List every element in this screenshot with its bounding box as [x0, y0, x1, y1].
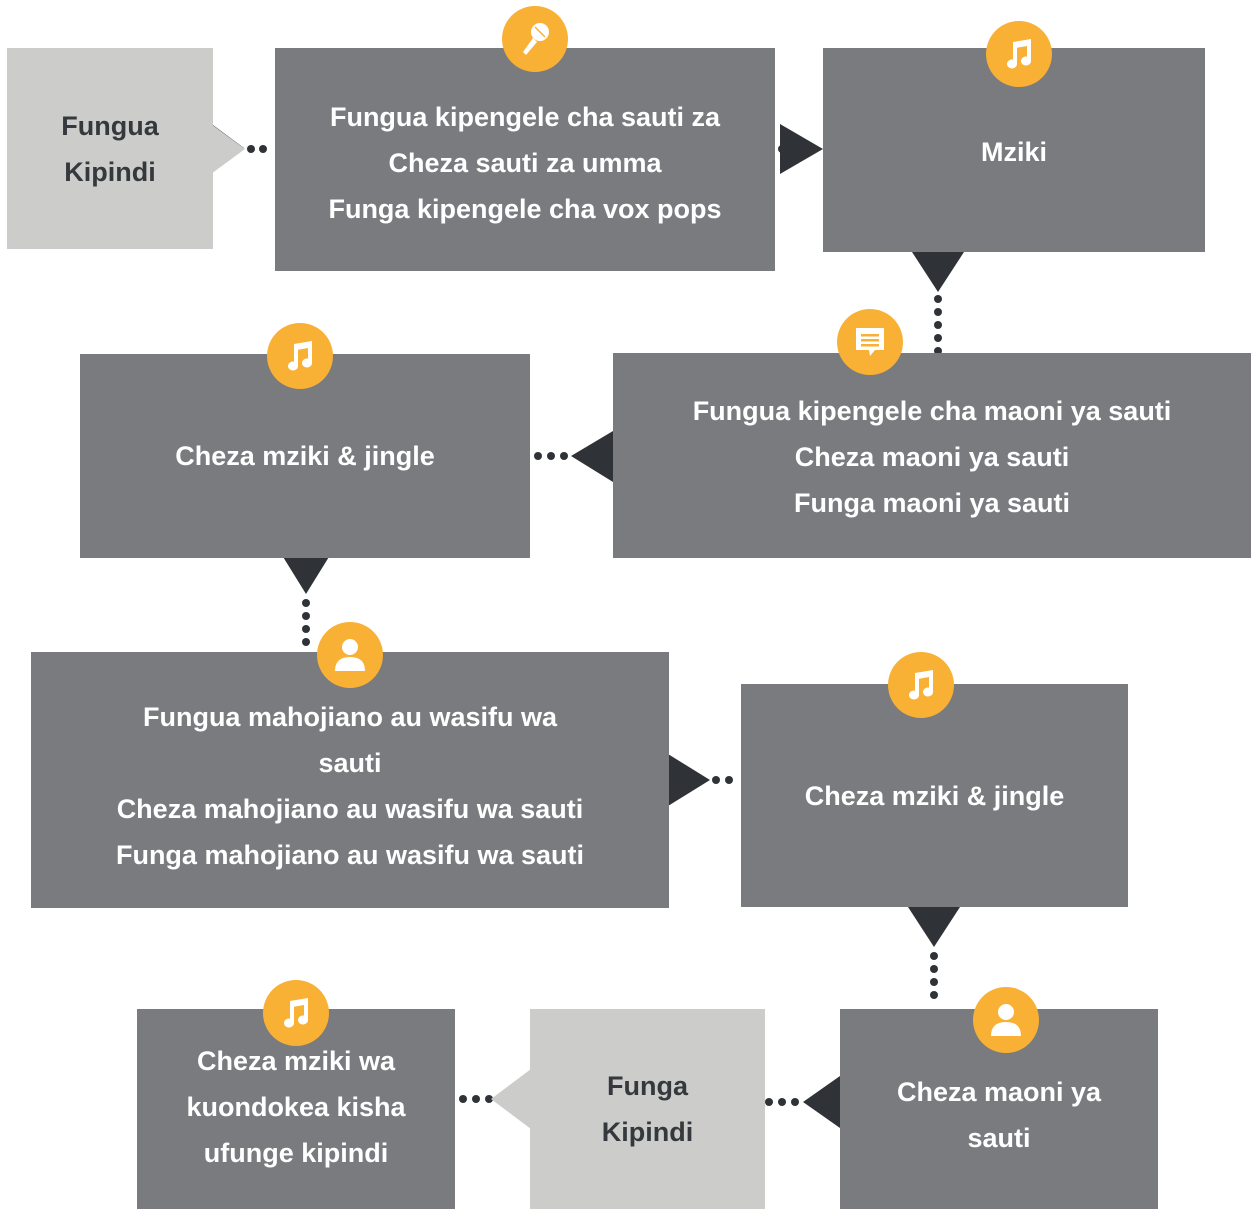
step-label-line: Fungua kipengele cha maoni ya sauti — [692, 395, 1172, 426]
step-label-line: Funga maoni ya sauti — [793, 487, 1071, 518]
connector-voxpops-to-music — [778, 124, 823, 174]
person-icon — [317, 622, 383, 688]
step-label-line: Funga mahojiano au wasifu wa sauti — [115, 840, 585, 870]
arrowhead — [668, 754, 710, 806]
comment-icon — [837, 309, 903, 375]
music-note-icon — [888, 652, 954, 718]
step-label-line: Cheza mziki & jingle — [804, 780, 1065, 811]
step-close-show: Funga Kipindi — [530, 1009, 765, 1209]
person-icon — [973, 987, 1039, 1053]
arrowhead — [908, 907, 960, 947]
step-label-line: kuondokea kisha — [186, 1092, 406, 1122]
step-label-line: Fungua kipengele cha sauti za — [329, 101, 721, 132]
step-label-line: sauti — [318, 748, 382, 778]
step-comment: Fungua kipengele cha maoni ya sauti Chez… — [613, 353, 1251, 558]
step-label-line: Kipindi — [64, 156, 156, 187]
connector-comment2-to-close — [765, 1076, 840, 1128]
step-label-line: Funga kipengele cha vox pops — [328, 193, 722, 224]
step-music-3: Cheza mziki & jingle — [741, 684, 1128, 907]
connector-music-to-comment — [912, 252, 964, 355]
close-show-pointer — [491, 1069, 531, 1129]
step-label-line: sauti — [967, 1123, 1031, 1153]
arrowhead — [571, 431, 613, 482]
connector-close-to-outro — [459, 1095, 493, 1103]
step-label-line: Cheza mziki & jingle — [175, 441, 435, 471]
arrowhead — [280, 552, 332, 594]
connector-comment-to-music2 — [534, 431, 613, 482]
step-label-line: Cheza maoni ya sauti — [794, 441, 1070, 472]
connector-interview-to-music3 — [668, 754, 733, 806]
step-open-show: Fungua Kipindi — [7, 48, 213, 249]
step-label-line: Cheza mahojiano au wasifu wa sauti — [116, 794, 584, 824]
microphone-icon — [502, 6, 568, 72]
music-note-icon — [267, 323, 333, 389]
step-label-line: Fungua — [61, 110, 159, 141]
step-label-line: Cheza sauti za umma — [388, 147, 662, 178]
step-interview: Fungua mahojiano au wasifu wa sauti Chez… — [31, 652, 669, 908]
music-note-icon — [986, 21, 1052, 87]
step-label-line: Funga — [606, 1071, 688, 1101]
step-label-line: Cheza mziki wa — [196, 1046, 396, 1076]
step-label-line: Cheza maoni ya — [896, 1077, 1102, 1107]
arrowhead — [912, 252, 964, 292]
music-note-icon — [263, 980, 329, 1046]
step-label-line: Kipindi — [601, 1117, 694, 1147]
connector-music3-to-comment2 — [908, 907, 960, 999]
arrowhead — [780, 124, 823, 174]
arrowhead — [803, 1076, 840, 1128]
step-vox-pops: Fungua kipengele cha sauti za Cheza saut… — [275, 48, 775, 271]
open-show-pointer — [211, 124, 245, 174]
step-label-line: ufunge kipindi — [203, 1138, 389, 1168]
step-label-line: Fungua mahojiano au wasifu wa — [142, 702, 558, 732]
step-label-line: Mziki — [980, 137, 1047, 167]
connector-music2-to-interview — [280, 552, 332, 646]
